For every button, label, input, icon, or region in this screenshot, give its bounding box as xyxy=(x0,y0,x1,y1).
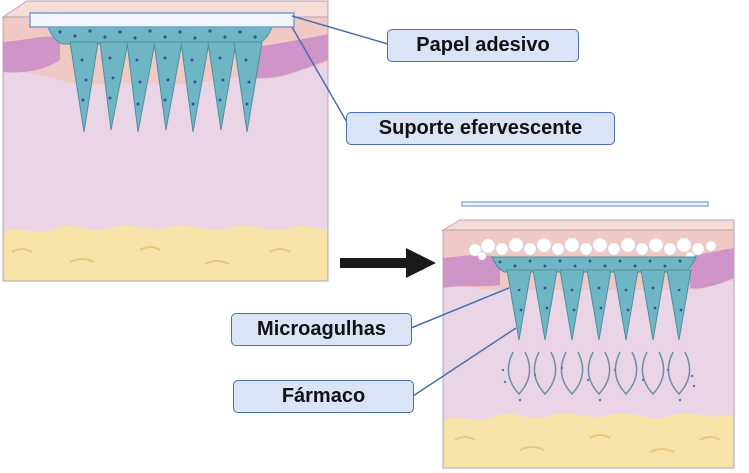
adhesive-paper-removed xyxy=(461,201,709,207)
effervescent-foam xyxy=(468,237,717,261)
drug-particles xyxy=(58,29,257,106)
adhesive-paper xyxy=(29,12,295,28)
stratum-purple xyxy=(3,34,328,79)
skin-block-outline-after xyxy=(442,229,735,469)
leader-line-adhesive-paper xyxy=(291,15,389,45)
effervescent-support xyxy=(47,26,273,45)
fat-layer-after xyxy=(443,413,734,468)
label-microneedles: Microagulhas xyxy=(231,313,412,346)
skin-block-after xyxy=(441,201,735,469)
leader-line-effervescent-support xyxy=(291,26,349,125)
leader-line-microneedles xyxy=(410,287,510,329)
label-drug: Fármaco xyxy=(233,380,414,413)
label-adhesive-paper: Papel adesivo xyxy=(387,29,579,62)
microneedle-array-after xyxy=(506,269,692,341)
released-drug xyxy=(507,351,691,396)
label-effervescent-support: Suporte efervescente xyxy=(346,112,615,145)
skin-block-before xyxy=(1,0,329,282)
microneedle-array xyxy=(69,41,263,133)
leader-line-drug xyxy=(412,327,517,397)
fat-layer xyxy=(3,225,328,281)
drug-particles-after xyxy=(498,259,683,312)
arrow-right-icon xyxy=(340,248,436,278)
stratum-purple-after xyxy=(443,248,734,289)
released-drug-dots xyxy=(501,366,696,402)
skin-top-face-after xyxy=(441,219,735,231)
